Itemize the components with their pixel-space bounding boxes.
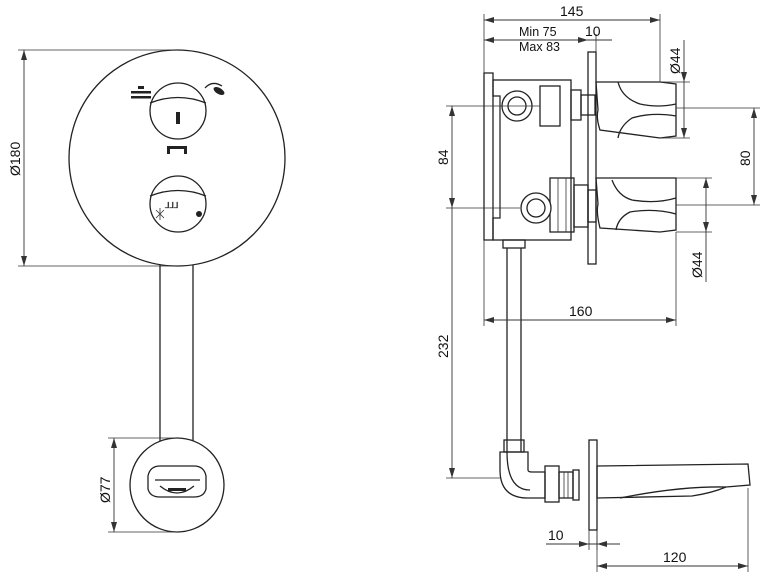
dim-right-spacing: 80 (676, 107, 760, 206)
left-spacing-label: 84 (435, 149, 451, 165)
wall-max-label: Max 83 (519, 40, 560, 54)
dim-top-outlet: Ø44 (660, 40, 690, 139)
plate-thickness-label: 10 (585, 23, 601, 39)
lower-port (520, 192, 552, 224)
thermostat-button-label: ⅃⅃⅃ (164, 201, 178, 210)
body-width-label: 160 (569, 303, 593, 319)
pipe-length-label: 232 (435, 334, 451, 358)
side-pipe (502, 239, 526, 453)
shower-head-icon (204, 82, 225, 95)
lower-knob-side[interactable] (595, 177, 677, 233)
front-view: ⅃⅃⅃ Ø180 (7, 49, 286, 533)
dim-spout-offset: 10 (546, 527, 620, 550)
coupling-nut (544, 465, 580, 503)
body-diameter-label: Ø180 (7, 142, 23, 176)
wall-min-label: Min 75 (519, 25, 557, 39)
bottom-outlet-diameter-label: Ø44 (689, 251, 705, 278)
top-outlet-diameter-label: Ø44 (667, 47, 683, 74)
snowflake-icon (155, 208, 165, 220)
pipe-elbow (499, 451, 546, 499)
dim-overall-depth: 145 (483, 3, 661, 82)
bath-icon (131, 86, 151, 99)
spout-length-label: 120 (663, 549, 687, 565)
front-pipe (159, 265, 194, 445)
dim-body-width: 160 (483, 232, 677, 326)
dim-wall-range: Min 75 Max 83 (484, 25, 588, 54)
upper-knob-side[interactable] (595, 81, 677, 139)
dim-spout-length: 120 (596, 488, 749, 572)
dim-rosette-diameter: Ø77 (97, 437, 177, 533)
dim-plate-thickness: 10 (578, 23, 612, 52)
bath-spout (596, 463, 751, 499)
dim-bottom-outlet: Ø44 (676, 177, 712, 282)
dim-left-spacing: 84 (435, 105, 540, 209)
spout-plate-side (588, 439, 598, 531)
right-spacing-label: 80 (737, 150, 753, 166)
diverter-knob[interactable] (149, 82, 207, 140)
spout-rosette (129, 437, 225, 533)
rosette-diameter-label: Ø77 (97, 476, 113, 503)
thermostat-knob[interactable]: ⅃⅃⅃ (149, 175, 207, 233)
dim-body-diameter: Ø180 (7, 49, 177, 267)
dim-pipe-length: 232 (435, 208, 500, 479)
upper-shaft (570, 89, 596, 121)
side-view: 145 Min 75 Max 83 10 Ø44 (435, 3, 760, 572)
hot-dot-icon (196, 211, 202, 217)
spout-offset-label: 10 (548, 527, 564, 543)
spout-icon (167, 146, 187, 154)
lower-shaft (573, 184, 597, 228)
overall-depth-label: 145 (560, 3, 584, 19)
cover-plate-side (587, 51, 597, 265)
